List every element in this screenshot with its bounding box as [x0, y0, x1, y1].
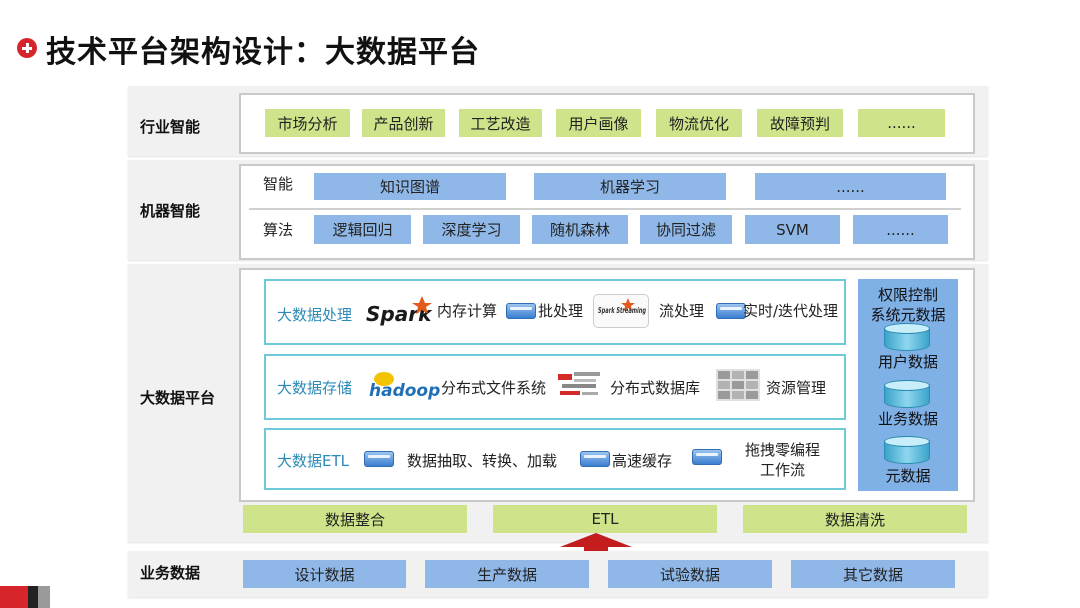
hadoop-logo-icon: hadoop [366, 368, 440, 402]
processing-box [264, 279, 846, 345]
etl-item: 数据抽取、转换、加载 [407, 452, 558, 470]
page-title: 技术平台架构设计：大数据平台 [46, 35, 480, 70]
etl-bar: ETL [493, 505, 717, 533]
storage-item: 分布式数据库 [610, 379, 701, 397]
metadata-title-line1: 权限控制 [877, 286, 938, 304]
spark-streaming-logo-text: Spark Streaming [598, 306, 646, 315]
database-icon [884, 380, 930, 408]
machine-label: 机器智能 [140, 202, 201, 220]
business-label: 业务数据 [140, 564, 201, 582]
industry-item: 故障预判 [757, 109, 843, 137]
hadoop-logo-text: hadoop [369, 381, 440, 401]
processing-title: 大数据处理 [277, 306, 353, 324]
etl-item: 拖拽零编程 [745, 441, 821, 459]
business-item: 设计数据 [243, 560, 406, 588]
storage-item: 分布式文件系统 [441, 379, 547, 397]
hbase-logo-icon [556, 368, 604, 402]
algo-item: SVM [745, 215, 840, 244]
business-item: 其它数据 [791, 560, 955, 588]
etl-item: 高速缓存 [612, 452, 673, 470]
metadata-title-line2: 系统元数据 [870, 306, 946, 324]
up-arrow-icon [560, 533, 632, 547]
storage-title: 大数据存储 [277, 379, 353, 397]
algo-label: 算法 [263, 221, 294, 239]
etl-title: 大数据ETL [277, 452, 349, 470]
processing-item: 内存计算 [437, 302, 498, 320]
spark-streaming-logo-icon: Spark Streaming [593, 294, 649, 328]
database-icon [884, 436, 930, 464]
processing-item: 实时/迭代处理 [743, 302, 839, 320]
metadata-item: 用户数据 [877, 353, 938, 371]
server-icon [692, 449, 722, 465]
machine-divider [249, 208, 961, 210]
intel-item: 机器学习 [534, 173, 726, 200]
industry-item: 用户画像 [556, 109, 641, 137]
cleansing-bar: 数据清洗 [743, 505, 967, 533]
server-icon [364, 451, 394, 467]
business-item: 试验数据 [608, 560, 772, 588]
server-icon [716, 303, 746, 319]
industry-item: 市场分析 [265, 109, 350, 137]
database-icon [884, 323, 930, 351]
industry-item: 产品创新 [362, 109, 445, 137]
intel-item: ...... [755, 173, 946, 200]
resource-grid-icon [716, 369, 760, 401]
algo-item: 协同过滤 [640, 215, 732, 244]
algo-item: 逻辑回归 [314, 215, 411, 244]
processing-item: 流处理 [659, 302, 705, 320]
intel-item: 知识图谱 [314, 173, 506, 200]
spark-logo-icon: Spark [364, 294, 436, 328]
business-item: 生产数据 [425, 560, 589, 588]
industry-item: 工艺改造 [459, 109, 542, 137]
server-icon [580, 451, 610, 467]
industry-item: ...... [858, 109, 945, 137]
title-bullet-icon [17, 38, 37, 58]
metadata-item: 业务数据 [877, 410, 938, 428]
server-icon [506, 303, 536, 319]
etl-box [264, 428, 846, 490]
algo-item: 随机森林 [532, 215, 628, 244]
industry-item: 物流优化 [656, 109, 742, 137]
integration-bar: 数据整合 [243, 505, 467, 533]
up-arrow-shaft [584, 547, 608, 551]
etl-item: 工作流 [760, 461, 806, 479]
algo-item: 深度学习 [423, 215, 520, 244]
algo-item: ...... [853, 215, 948, 244]
storage-item: 资源管理 [766, 379, 827, 397]
bigdata-label: 大数据平台 [140, 389, 216, 407]
industry-label: 行业智能 [140, 118, 201, 136]
intel-label: 智能 [263, 175, 294, 193]
metadata-item: 元数据 [885, 467, 931, 485]
processing-item: 批处理 [538, 302, 584, 320]
